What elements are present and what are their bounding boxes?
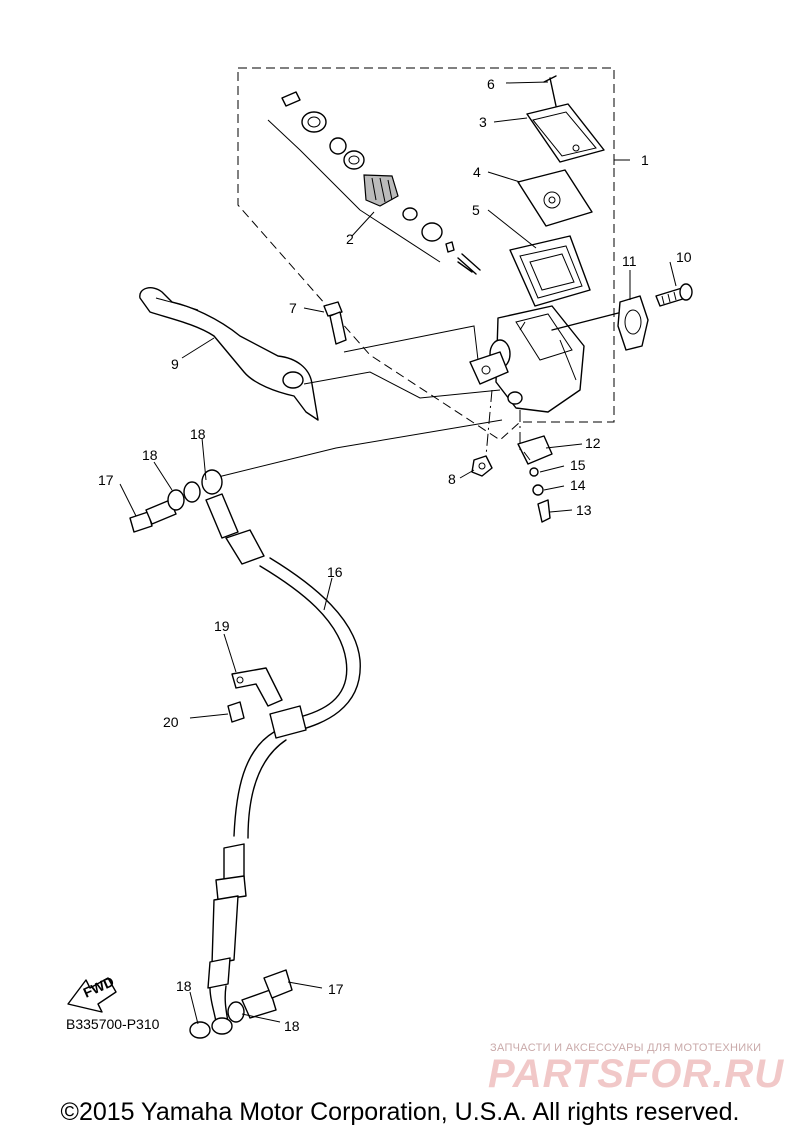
callout-17-top: 17 [98, 472, 114, 488]
callout-19: 19 [214, 618, 230, 634]
brake-switch [517, 435, 553, 523]
pivot-nut [471, 455, 493, 477]
callout-20: 20 [163, 714, 179, 730]
callout-11: 11 [622, 253, 637, 269]
callout-5: 5 [472, 202, 480, 218]
watermark-logo: PARTSFOR.RU [488, 1052, 785, 1096]
callout-15: 15 [570, 457, 586, 473]
callout-4: 4 [473, 164, 481, 180]
leader-1 [613, 155, 630, 165]
centerline-switch [485, 389, 521, 457]
callout-16: 16 [327, 564, 343, 580]
callout-6: 6 [487, 76, 495, 92]
callout-2: 2 [346, 231, 354, 247]
callout-7: 7 [289, 300, 297, 316]
watermark-tagline: ЗАПЧАСТИ И АКСЕССУАРЫ ДЛЯ МОТОТЕХНИКИ [490, 1042, 762, 1054]
callout-12: 12 [585, 435, 601, 451]
assembly-line-lever [303, 371, 501, 399]
callout-numbers: 1 2 3 4 5 6 7 8 9 10 11 12 13 14 15 16 1… [98, 76, 692, 1034]
fwd-arrow: FWD [67, 973, 117, 1013]
hose-bracket [227, 667, 283, 723]
piston-kit [267, 91, 481, 275]
master-cylinder-body [469, 305, 631, 413]
callout-18-d: 18 [284, 1018, 300, 1034]
callout-leaders [119, 81, 677, 1025]
callout-18-c: 18 [176, 978, 192, 994]
reservoir-parts [509, 75, 605, 307]
callout-14: 14 [570, 477, 586, 493]
callout-18-b: 18 [142, 447, 158, 463]
callout-1: 1 [641, 152, 649, 168]
master-cylinder-assembly-boundary [237, 67, 615, 441]
callout-9: 9 [171, 356, 179, 372]
callout-13: 13 [576, 502, 592, 518]
callout-18-a: 18 [190, 426, 206, 442]
brake-lever [139, 287, 319, 421]
diagram-reference-code: B335700-P310 [66, 1016, 160, 1032]
callout-3: 3 [479, 114, 487, 130]
pivot-bolt [323, 301, 479, 361]
brake-hose [129, 469, 361, 1039]
handlebar-clamp [617, 283, 693, 351]
copyright-notice: ©2015 Yamaha Motor Corporation, U.S.A. A… [60, 1098, 740, 1126]
callout-17-bottom: 17 [328, 981, 344, 997]
callout-8: 8 [448, 471, 456, 487]
assembly-line-fitting [213, 419, 503, 479]
callout-10: 10 [676, 249, 692, 265]
